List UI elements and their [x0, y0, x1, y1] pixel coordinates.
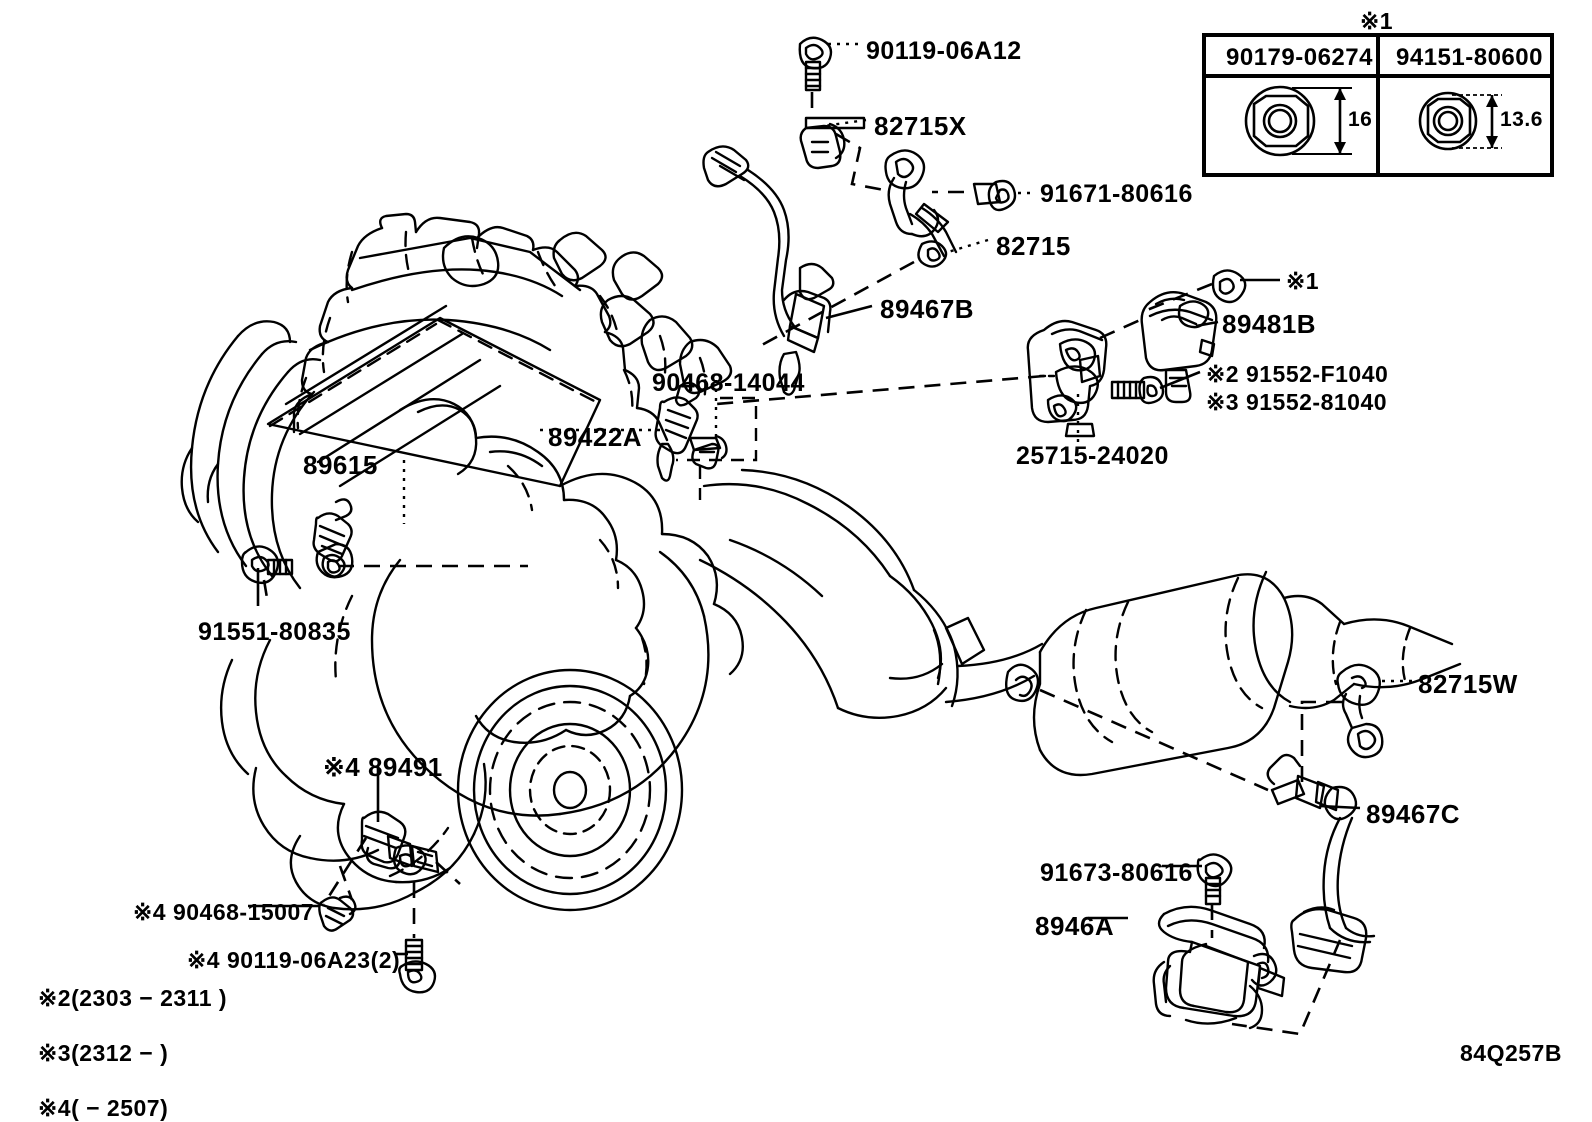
engine-parts-line-drawing	[180, 33, 1554, 1036]
label-l-91552-81040: ※3 91552-81040	[1206, 389, 1388, 415]
label-l-90119-06A23: ※4 90119-06A23(2)	[187, 947, 401, 973]
detail-region-box	[676, 396, 758, 500]
dim-arrow-13.6	[1452, 94, 1502, 149]
intake-runners	[180, 320, 322, 590]
engine-block	[219, 398, 744, 911]
parts-diagram-sheet: 90119-06A12 82715X 91671-80616 82715 89467B ※…	[38, 8, 1562, 1121]
dim-arrow-16	[1292, 87, 1352, 155]
catalytic-converter	[1032, 570, 1462, 777]
label-l-89467B: 89467B	[880, 294, 975, 324]
bolt-90119-06A23	[398, 938, 437, 994]
o2-sensor-upper	[702, 145, 835, 396]
sensor-89615	[312, 498, 354, 579]
inset-col2-dimension: 13.6	[1500, 108, 1543, 131]
intake-manifold-outline	[266, 212, 733, 488]
clip-90468-15007	[318, 895, 357, 932]
o2-sensor-89467C	[1266, 753, 1376, 974]
label-l-91673-80616: 91673-80616	[1040, 859, 1193, 887]
footnote-fn-2: ※2(2303 − 2311 )	[38, 985, 228, 1011]
sensor-89422A	[654, 381, 701, 482]
label-l-82715W: 82715W	[1418, 669, 1518, 699]
leader-lines-solid	[248, 278, 1361, 956]
footnote-fn-4: ※4( − 2507)	[38, 1095, 169, 1121]
bracket-25715-24020	[1026, 319, 1108, 438]
label-l-91551-80835: 91551-80835	[198, 618, 351, 646]
inset-col2-part-no: 94151-80600	[1396, 44, 1543, 71]
label-l-91671-80616: 91671-80616	[1040, 180, 1193, 208]
inset-col1-part-no: 90179-06274	[1226, 44, 1373, 71]
crank-pulley	[456, 668, 684, 912]
leader-lines-dotted	[402, 42, 1412, 683]
footnote-fn-3: ※3(2312 − )	[38, 1040, 169, 1066]
label-l-89615: 89615	[303, 450, 378, 480]
label-l-89491: ※4 89491	[323, 752, 443, 782]
assembly-dashed-lines	[262, 92, 1342, 1036]
label-l-91552-F1040: ※2 91552-F1040	[1206, 361, 1389, 387]
label-l-89422A: 89422A	[548, 422, 643, 452]
hidden-engine-contours	[268, 230, 707, 878]
nut-91671-80616	[972, 179, 1017, 212]
label-l-82715: 82715	[996, 231, 1071, 261]
inset-col1-dimension: 16	[1348, 108, 1373, 131]
label-l-90119-06A12: 90119-06A12	[866, 37, 1022, 65]
label-l-90468-15007: ※4 90468-15007	[133, 899, 315, 925]
clip-82715	[884, 149, 958, 268]
exhaust-downpipe	[698, 468, 1044, 719]
inset-note-label: ※1	[1360, 8, 1394, 34]
sensor-89491	[360, 810, 440, 876]
grommet-star1	[1211, 269, 1247, 304]
clip-90468-14044	[688, 434, 728, 470]
label-l-star1-right: ※1	[1286, 268, 1320, 294]
label-l-82715X: 82715X	[874, 111, 967, 141]
diagram-number: 84Q257B	[1460, 1040, 1562, 1066]
nut-illustration-94151	[1418, 91, 1478, 151]
label-l-89467C: 89467C	[1366, 799, 1461, 829]
clip-82715x	[799, 116, 866, 170]
label-l-89481B: 89481B	[1222, 309, 1317, 339]
bolt-91551-80835	[240, 545, 294, 585]
label-l-8946A: 8946A	[1035, 911, 1115, 941]
inset-table-frame	[1202, 33, 1554, 177]
clip-82715W	[1336, 663, 1384, 759]
screw-91552	[1110, 375, 1165, 405]
label-l-25715-24020: 25715-24020	[1016, 442, 1169, 470]
nut-illustration-90179	[1244, 85, 1316, 157]
module-8946A	[1152, 905, 1286, 1030]
bolt-91673-80616	[1196, 853, 1233, 906]
bolt-90119-06A12	[798, 36, 833, 92]
label-l-90468-14044: 90468-14044	[652, 369, 805, 397]
footnotes: ※2(2303 − 2311 ) ※3(2312 − ) ※4( − 2507)	[38, 985, 228, 1121]
